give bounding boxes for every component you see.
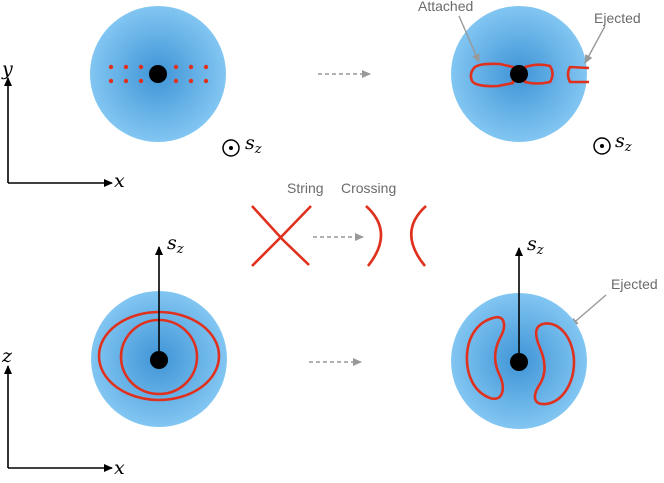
attached-loop-right: [523, 63, 554, 85]
ejected-loop-right: [533, 322, 576, 406]
string-loops: [465, 315, 576, 406]
circle-dot-icon: [222, 139, 240, 157]
z-axis-label: z: [2, 345, 13, 367]
pointer-attached: [458, 15, 480, 63]
pointer-ejected-bottom: [569, 294, 607, 327]
attached-loop-left: [469, 62, 515, 88]
ejected-label-bottom: Ejected: [611, 276, 658, 292]
black-hole-dot: [510, 353, 528, 371]
ejected-label-top: Ejected: [594, 10, 641, 26]
spin-label-top-right: sz: [615, 130, 632, 155]
circle-dot-icon: [593, 137, 611, 155]
sphere-bottom-right: [451, 247, 587, 429]
string-crossing-after: [365, 205, 427, 267]
spin-label-bottom-right: sz: [527, 233, 544, 258]
string-label: String: [287, 180, 324, 196]
string-crossing-before: [251, 205, 312, 267]
string-dots: [108, 64, 209, 84]
sphere-top-right: [451, 6, 590, 142]
crossing-label: Crossing: [341, 180, 397, 196]
ejected-loop: [566, 65, 590, 84]
string-loops: [469, 62, 590, 88]
axes-top-left: [3, 77, 113, 187]
ejected-loop-left: [465, 315, 506, 401]
pointer-ejected-top: [584, 25, 606, 64]
spin-label-top-left: sz: [245, 132, 262, 157]
axes-bottom-left: [3, 365, 113, 472]
black-hole-dot: [510, 65, 528, 83]
sphere-bottom-left: [91, 246, 227, 427]
sphere-top-left: [90, 6, 226, 142]
spin-label-bottom-left: sz: [167, 232, 184, 257]
y-axis-label: y: [2, 58, 13, 80]
black-hole-dot: [149, 65, 167, 83]
black-hole-dot: [150, 351, 168, 369]
x-axis-label-top: x: [114, 170, 125, 192]
x-axis-label-bottom: x: [114, 457, 125, 479]
attached-label: Attached: [418, 0, 474, 14]
